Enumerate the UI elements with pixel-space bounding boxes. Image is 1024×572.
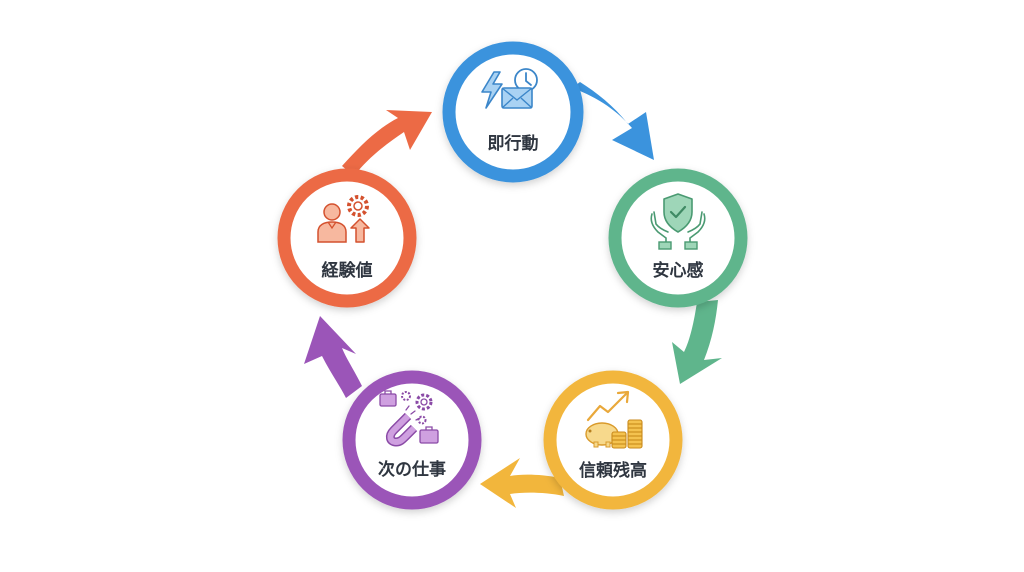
node-label: 即行動 [488, 133, 539, 154]
node-immediate-action[interactable]: 即行動 [442, 41, 584, 183]
node-label: 安心感 [653, 260, 704, 281]
arrow-experience-to-action [342, 110, 432, 176]
piggybank-coins-growth-icon [585, 390, 643, 449]
node-label: 経験値 [322, 260, 373, 281]
node-label: 信頼残高 [579, 460, 647, 481]
arrow-trust-to-nextjob [480, 458, 564, 508]
arrow-action-to-security [572, 82, 654, 160]
node-experience[interactable]: 経験値 [277, 168, 417, 308]
arrow-nextjob-to-experience [304, 316, 362, 398]
arrow-security-to-trust [672, 300, 722, 384]
person-gear-uparrow-icon [317, 195, 370, 243]
node-next-job[interactable]: 次の仕事 [342, 370, 482, 510]
node-trust-balance[interactable]: 信頼残高 [543, 370, 683, 510]
magnet-briefcase-gears-icon [379, 390, 439, 447]
node-label: 次の仕事 [378, 459, 446, 480]
shield-check-hands-icon [650, 193, 706, 250]
node-peace-of-mind[interactable]: 安心感 [608, 168, 748, 308]
lightning-mail-clock-icon [481, 68, 538, 109]
